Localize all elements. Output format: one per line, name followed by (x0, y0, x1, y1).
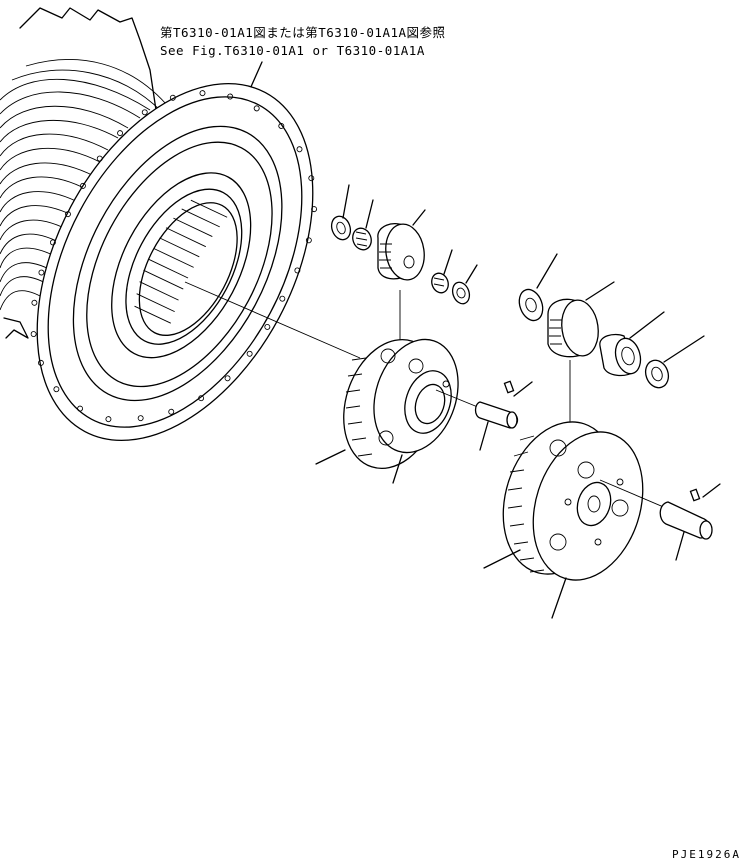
flange-outer-rim (36, 83, 314, 441)
pin-1 (503, 380, 533, 397)
leader (551, 577, 567, 619)
leader (675, 531, 685, 561)
leader (536, 253, 558, 289)
planet-carrier-2 (483, 421, 644, 619)
leader (513, 381, 533, 397)
flange (30, 83, 318, 441)
drum-grooves (0, 59, 167, 311)
leader (702, 483, 721, 498)
leader (412, 209, 426, 226)
needle-bearing-1 (352, 199, 374, 251)
flange-step-3 (111, 172, 252, 359)
reference-text-jp: 第T6310-01A1図または第T6310-01A1A図参照 (160, 25, 446, 40)
leader (315, 449, 346, 465)
leader (392, 454, 403, 484)
thrust-washer-1 (330, 184, 352, 241)
leader (629, 311, 665, 339)
pin-2 (689, 483, 721, 502)
flange-bolt-holes (30, 90, 318, 423)
flange-inner-bore (138, 202, 238, 336)
planet-gear-1 (377, 209, 426, 281)
leader (443, 249, 453, 275)
leader (365, 199, 374, 229)
drum-break-bottom (3, 317, 29, 339)
planet-gear-2 (547, 281, 615, 358)
thrust-washer-3 (518, 253, 558, 322)
shaft-1 (435, 389, 519, 451)
flange-bore (125, 188, 243, 345)
leader (663, 335, 705, 363)
thrust-washer-2 (451, 264, 478, 305)
axis-line-1 (184, 281, 361, 359)
flange-step-1 (72, 125, 283, 402)
drum (0, 7, 167, 339)
spacer-ring (599, 311, 665, 377)
needle-bearing-2 (431, 249, 453, 294)
leader (585, 281, 615, 301)
planet-carrier-1 (315, 338, 459, 484)
leader (483, 549, 521, 569)
shaft-2 (599, 479, 713, 561)
drum-break-top (19, 7, 157, 111)
internal-teeth (134, 199, 228, 324)
thrust-washer-4 (644, 335, 705, 389)
flange-step-2 (86, 141, 273, 388)
leader (465, 264, 478, 284)
flange-bolt-circle (47, 96, 303, 428)
leader (479, 421, 489, 451)
reference-text-en: See Fig.T6310-01A1 or T6310-01A1A (160, 43, 425, 58)
leader (342, 184, 350, 219)
drawing-code: PJE1926A (672, 848, 741, 861)
